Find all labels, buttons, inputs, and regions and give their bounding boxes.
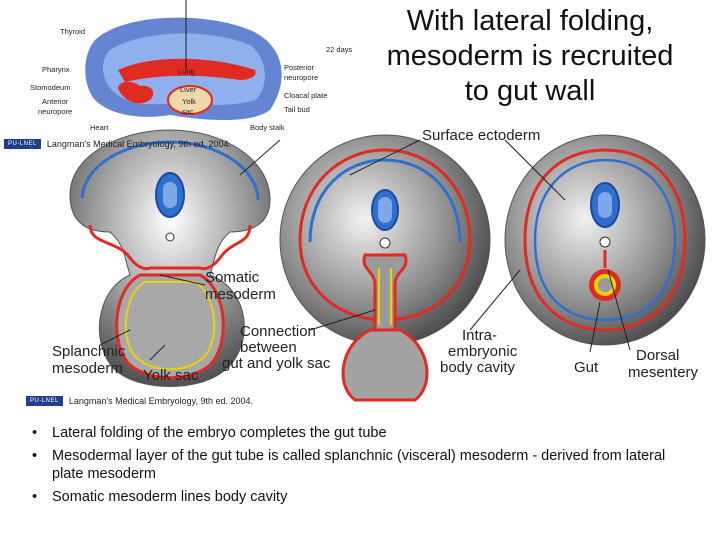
label-splanchnic-2: mesoderm xyxy=(52,360,123,377)
label-yolk: Yolk xyxy=(182,97,196,106)
label-intra-2: embryonic xyxy=(448,343,518,360)
label-cloacal-plate: Cloacal plate xyxy=(284,91,327,100)
label-posterior: Posterior xyxy=(284,63,315,72)
label-thyroid: Thyroid xyxy=(60,27,85,36)
label-splanchnic-1: Splanchnic xyxy=(52,343,126,360)
embryo-figure: Thyroid Pharynx Stomodeum Anterior neuro… xyxy=(0,0,720,410)
label-heart: Heart xyxy=(90,123,109,132)
label-lung: Lung xyxy=(178,67,195,76)
sagittal-embryo-diagram: Thyroid Pharynx Stomodeum Anterior neuro… xyxy=(0,0,360,140)
label-pharynx: Pharynx xyxy=(42,65,70,74)
bullet-list: Lateral folding of the embryo completes … xyxy=(30,424,690,511)
section2-yolk-sac xyxy=(343,330,427,400)
top-credit: PU-LNEL Langman's Medical Embryology, 9t… xyxy=(4,139,231,149)
label-connection-2: between xyxy=(240,339,297,356)
label-sac: sac xyxy=(182,107,194,116)
label-anterior: Anterior xyxy=(42,97,69,106)
label-intra-1: Intra- xyxy=(462,327,497,344)
label-dorsal-1: Dorsal xyxy=(636,347,679,364)
label-neuropore-p: neuropore xyxy=(284,73,318,82)
label-surface-ectoderm: Surface ectoderm xyxy=(422,127,540,144)
label-intra-3: body cavity xyxy=(440,359,516,376)
label-somatic-2: mesoderm xyxy=(205,286,276,303)
label-stomodeum: Stomodeum xyxy=(30,83,70,92)
bottom-credit: PU-LNEL Langman's Medical Embryology, 9t… xyxy=(26,396,253,406)
label-yolk-sac: Yolk sac xyxy=(143,367,199,384)
label-gut: Gut xyxy=(574,359,599,376)
bottom-credit-text: Langman's Medical Embryology, 9th ed. 20… xyxy=(69,396,253,406)
label-dorsal-2: mesentery xyxy=(628,364,699,381)
label-connection-1: Connection xyxy=(240,323,316,340)
bullet-item: Somatic mesoderm lines body cavity xyxy=(30,488,690,506)
bullet-item: Mesodermal layer of the gut tube is call… xyxy=(30,447,690,483)
label-days: 22 days xyxy=(326,45,353,54)
label-neuropore-a: neuropore xyxy=(38,107,72,116)
label-liver: Liver xyxy=(180,85,197,94)
label-body-stalk: Body stalk xyxy=(250,123,285,132)
top-credit-text: Langman's Medical Embryology, 9th ed, 20… xyxy=(47,139,231,149)
bullet-item: Lateral folding of the embryo completes … xyxy=(30,424,690,442)
label-connection-3: gut and yolk sac xyxy=(222,355,331,372)
publisher-badge: PU-LNEL xyxy=(4,139,41,149)
publisher-badge-2: PU-LNEL xyxy=(26,396,63,406)
label-tail-bud: Tail bud xyxy=(284,105,310,114)
cross-section-late xyxy=(505,135,705,345)
label-somatic-1: Somatic xyxy=(205,269,260,286)
